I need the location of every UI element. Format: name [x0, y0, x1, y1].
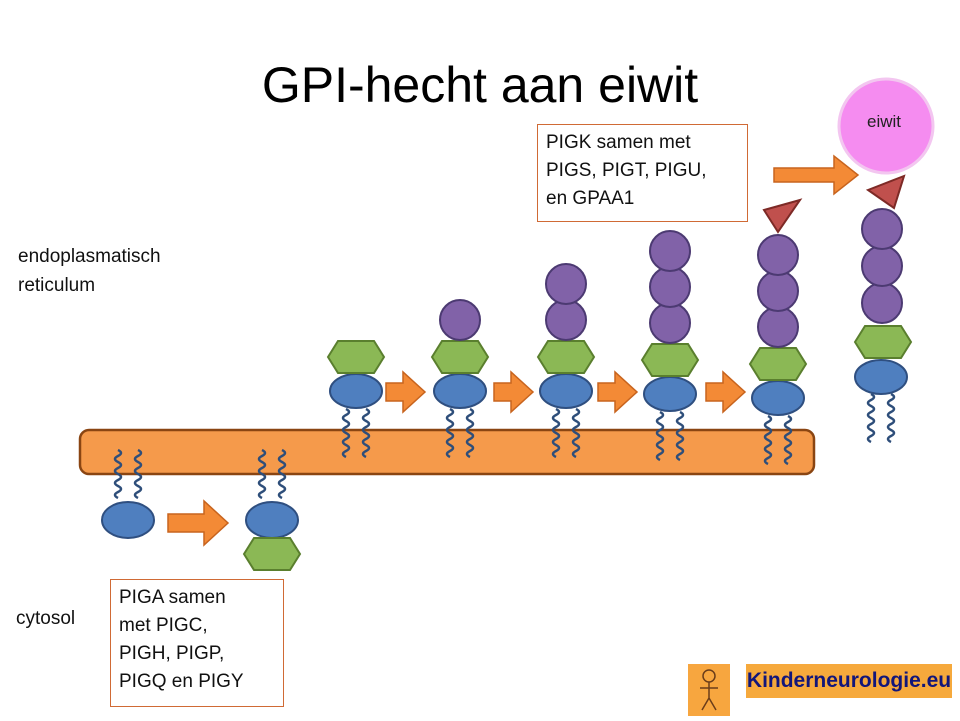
ethanolamine-triangle-2	[865, 174, 906, 210]
child-drawing-icon	[688, 664, 730, 716]
lipid-tail	[866, 392, 876, 444]
lipid-tail	[277, 448, 287, 500]
glucosamine-hexagon	[430, 340, 490, 374]
enzyme-box-er-line-3: en GPAA1	[546, 188, 635, 209]
mannose-circle	[439, 299, 481, 341]
mannose-circle	[861, 208, 903, 250]
lipid-tail	[655, 410, 665, 462]
mannose-circle	[649, 266, 691, 308]
gpi-molecules	[101, 208, 913, 571]
glucosamine-hexagon	[748, 347, 808, 381]
lipid-tail	[133, 448, 143, 500]
lipid-tail	[551, 407, 561, 459]
glucosamine-hexagon	[640, 343, 700, 377]
er-label: endoplasmatisch reticulum	[18, 242, 161, 300]
inositol-ellipse	[101, 501, 155, 539]
inositol-ellipse	[854, 359, 908, 395]
mannose-circle	[545, 263, 587, 305]
lipid-tail	[113, 448, 123, 500]
inositol-ellipse	[245, 501, 299, 539]
lipid-tail	[763, 414, 773, 466]
mannose-circle	[545, 299, 587, 341]
enzyme-box-er-line-2: PIGS, PIGT, PIGU,	[546, 160, 707, 181]
enzyme-box-er: PIGK samen met PIGS, PIGT, PIGU, en GPAA…	[537, 124, 748, 222]
lipid-tail	[783, 414, 793, 466]
mannose-circle	[757, 270, 799, 312]
mannose-circle	[649, 302, 691, 344]
inositol-ellipse	[433, 373, 487, 409]
arrow-3	[493, 370, 535, 414]
inositol-ellipse	[329, 373, 383, 409]
lipid-tail	[465, 407, 475, 459]
enzyme-box-cytosol-line-2: met PIGC,	[119, 615, 208, 636]
mannose-circle	[649, 230, 691, 272]
lipid-tail	[675, 410, 685, 462]
mannose-circle	[861, 282, 903, 324]
protein-circle	[837, 77, 935, 175]
ethanolamine-triangle-1	[762, 198, 803, 234]
mannose-circle	[757, 306, 799, 348]
lipid-tail	[361, 407, 371, 459]
arrow-6	[773, 154, 860, 196]
enzyme-box-er-line-1: PIGK samen met	[546, 132, 691, 153]
glucosamine-hexagon	[853, 325, 913, 359]
inositol-ellipse	[643, 376, 697, 412]
lipid-tail	[886, 392, 896, 444]
protein-label: eiwit	[866, 112, 901, 131]
logo-text: Kinderneurologie.eu	[746, 664, 952, 698]
mannose-circle	[757, 234, 799, 276]
arrow-2	[385, 370, 427, 414]
lipid-tail	[571, 407, 581, 459]
lipid-tails	[113, 392, 896, 500]
enzyme-box-cytosol-line-3: PIGH, PIGP,	[119, 643, 225, 664]
er-label-line2: reticulum	[18, 275, 96, 296]
enzyme-box-cytosol-line-1: PIGA samen	[119, 587, 226, 608]
cytosol-label: cytosol	[16, 608, 76, 629]
enzyme-box-cytosol-line-4: PIGQ en PIGY	[119, 671, 244, 692]
lipid-tail	[341, 407, 351, 459]
inositol-ellipse	[751, 380, 805, 416]
arrow-5	[705, 370, 747, 414]
inositol-ellipse	[539, 373, 593, 409]
arrow-4	[597, 370, 639, 414]
glucosamine-hexagon	[242, 537, 302, 571]
glucosamine-hexagon	[536, 340, 596, 374]
er-label-line1: endoplasmatisch	[18, 246, 161, 267]
mannose-circle	[861, 245, 903, 287]
lipid-tail	[445, 407, 455, 459]
page-title: GPI-hecht aan eiwit	[261, 57, 699, 113]
arrow-1	[167, 499, 230, 547]
lipid-tail	[257, 448, 267, 500]
enzyme-box-cytosol: PIGA samen met PIGC, PIGH, PIGP, PIGQ en…	[110, 579, 284, 707]
glucosamine-hexagon	[326, 340, 386, 374]
